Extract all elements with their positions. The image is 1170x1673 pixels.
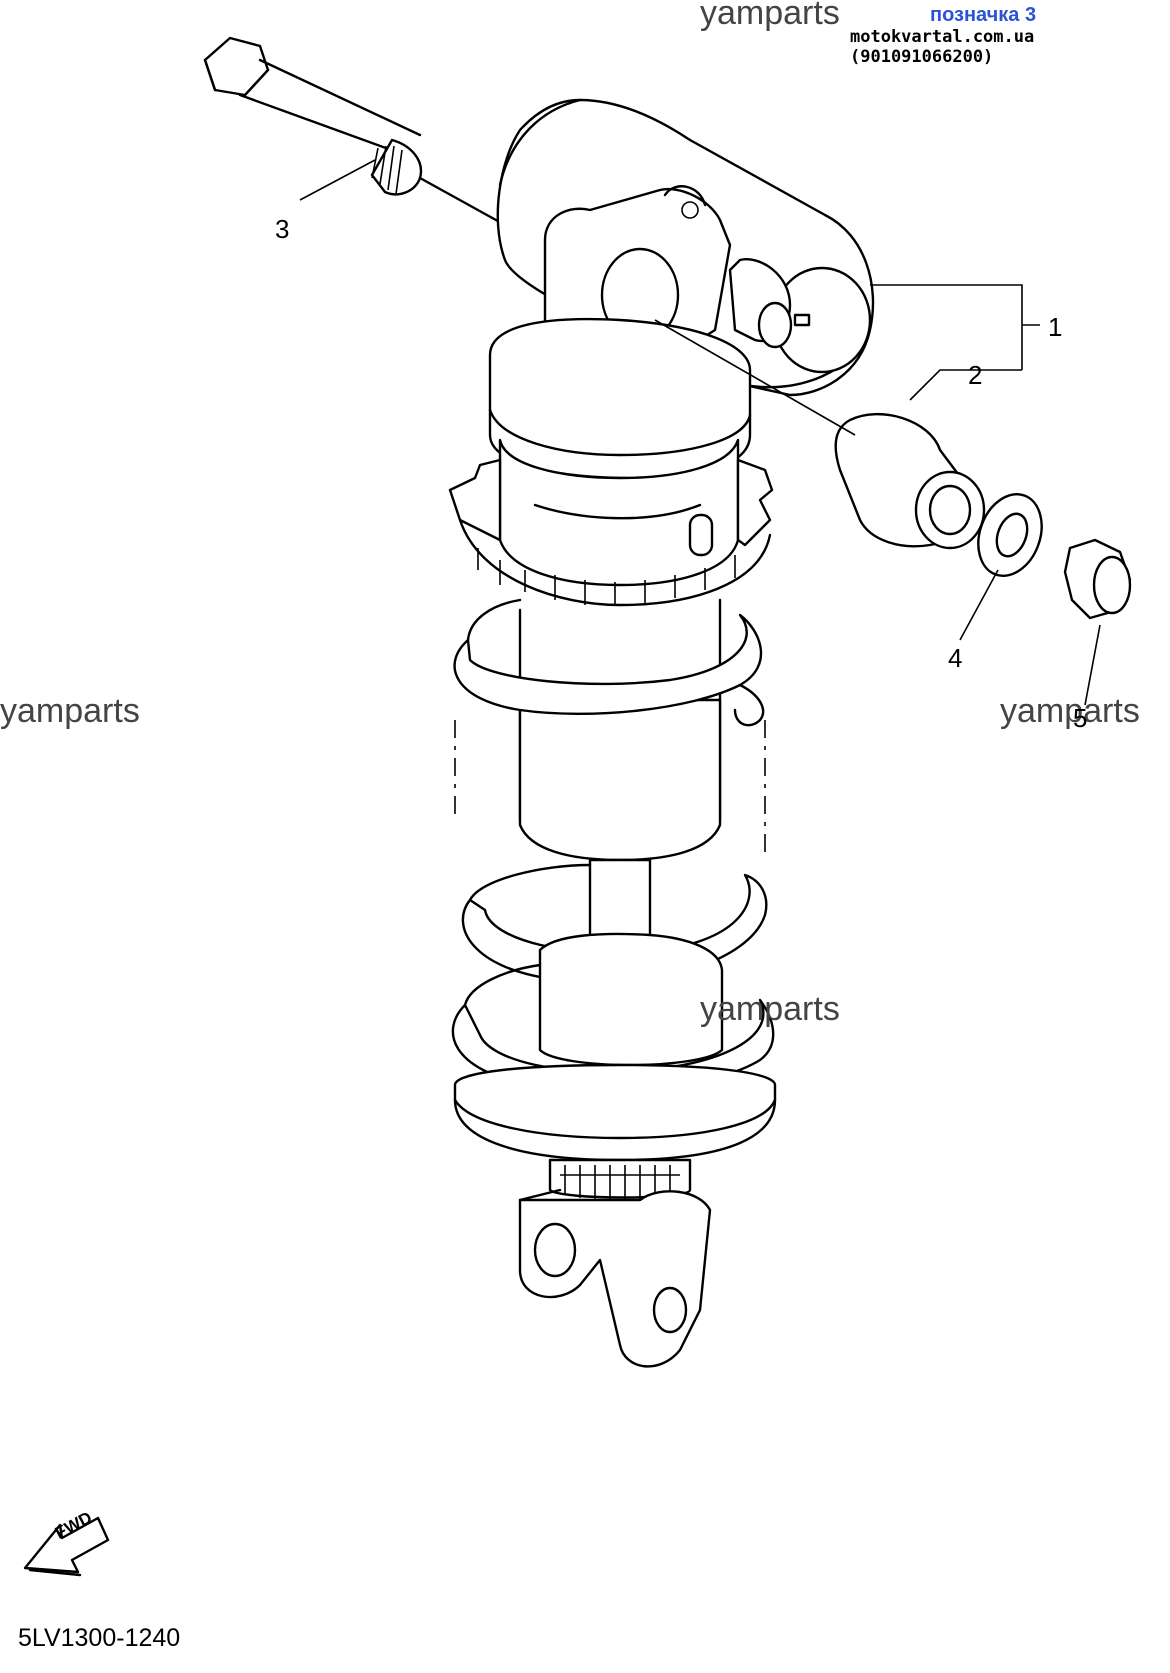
diagram-code: 5LV1300-1240 (18, 1624, 181, 1652)
bottom-clevis (518, 1158, 712, 1368)
watermark-center: yamparts (700, 990, 840, 1028)
callout-3: 3 (275, 214, 290, 244)
leader-5 (1084, 624, 1101, 706)
nut-part (1063, 538, 1132, 620)
callout-4: 4 (948, 643, 963, 673)
fwd-arrow-icon (23, 1516, 110, 1577)
bolt-axis (654, 319, 856, 436)
leader-4 (959, 569, 999, 641)
bushing-part (834, 412, 986, 550)
watermark-top: yamparts (700, 0, 840, 32)
watermark-left: yamparts (0, 692, 140, 730)
callout-5: 5 (1073, 703, 1088, 733)
label-tag: позначка 3 (930, 4, 1037, 26)
upper-body (448, 317, 774, 607)
contact-text: motokvartal.com.ua (901091066200) (850, 27, 1035, 67)
washer-part (977, 493, 1043, 577)
lower-spring (451, 858, 777, 1162)
spring-and-body (453, 598, 766, 862)
callout-1: 1 (1048, 312, 1063, 342)
bolt-part (203, 36, 507, 227)
leader-2 (909, 369, 1022, 401)
callout-2: 2 (968, 360, 983, 390)
leader-3 (299, 159, 376, 201)
watermark-right: yamparts (1000, 692, 1140, 730)
leader-1 (870, 284, 1040, 370)
leader-lines (299, 159, 1101, 706)
